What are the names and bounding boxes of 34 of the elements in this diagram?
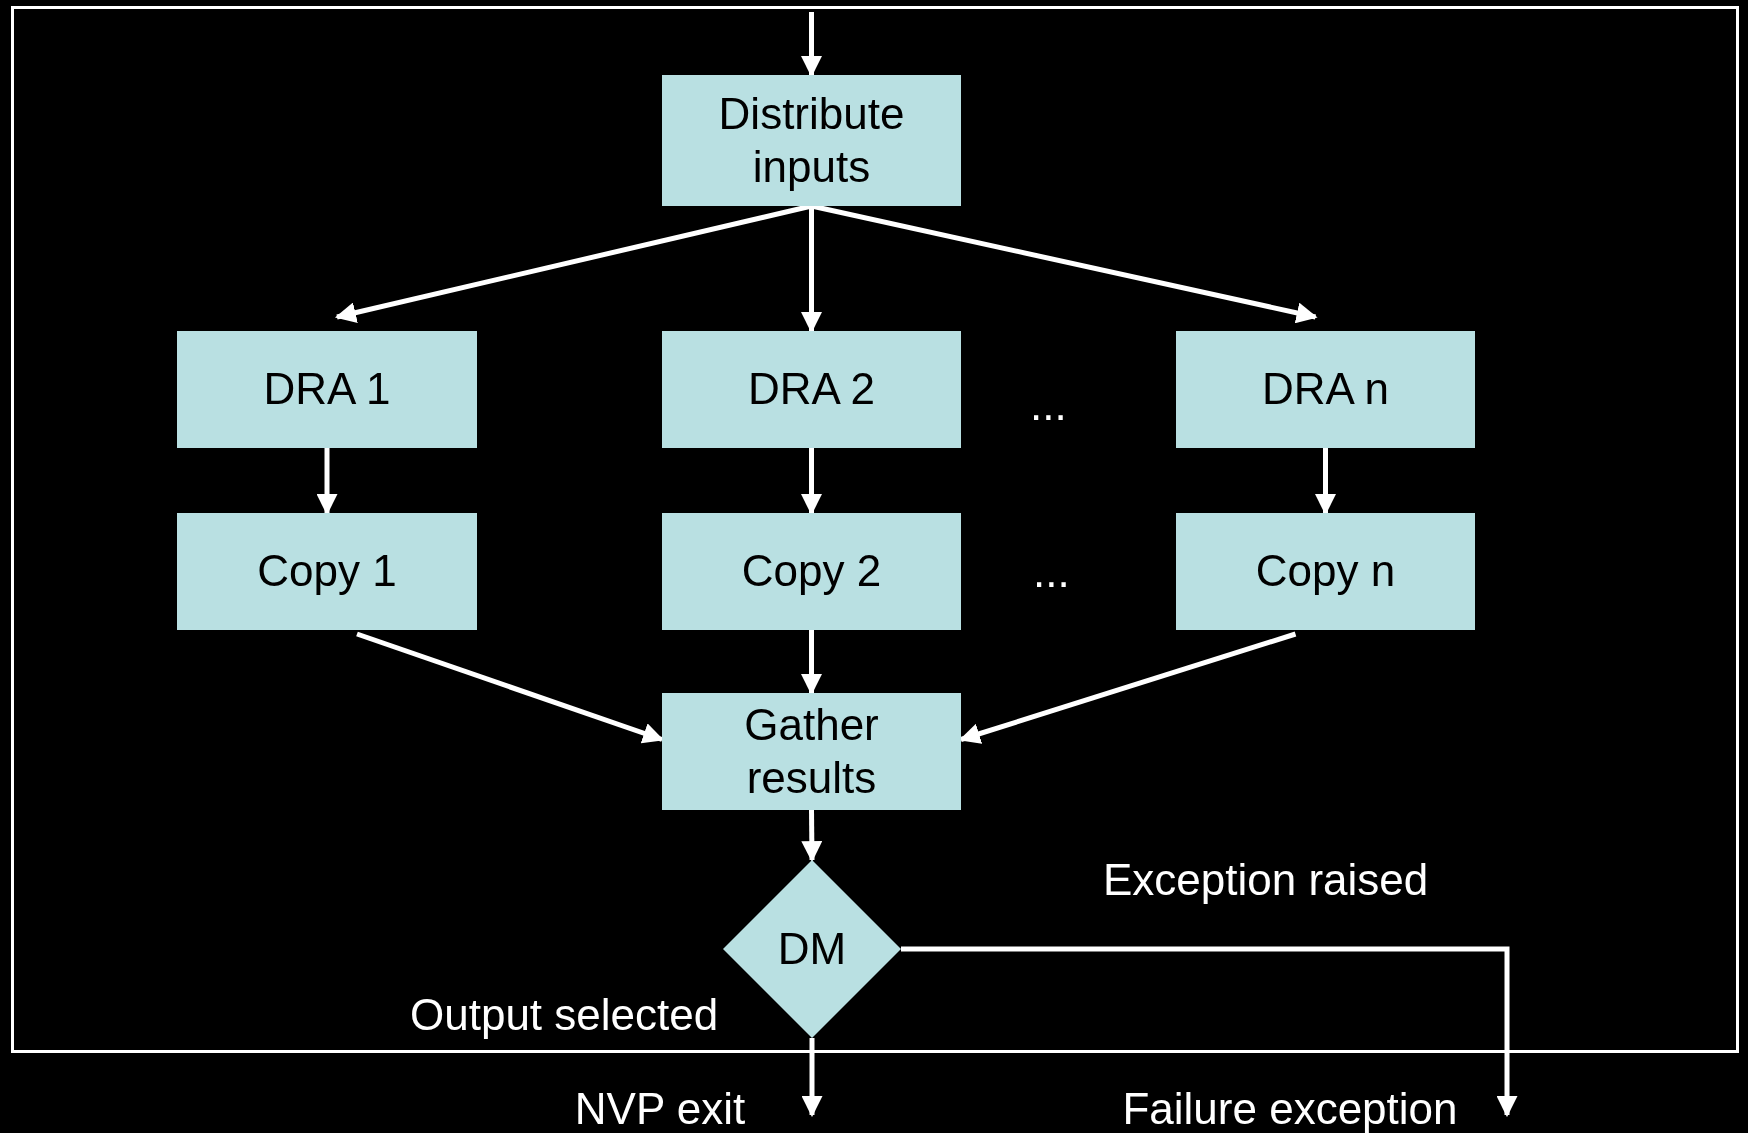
node-label: Gather results bbox=[743, 698, 880, 804]
arrow bbox=[316, 448, 338, 516]
exit-label: NVP exit bbox=[574, 1082, 746, 1133]
arrow bbox=[1315, 448, 1336, 516]
process-box bbox=[1176, 331, 1475, 448]
edge-label: Output selected bbox=[410, 990, 719, 1040]
node-label: Distribute inputs bbox=[717, 87, 906, 193]
process-box bbox=[177, 331, 477, 448]
process-box bbox=[177, 513, 477, 630]
arrow bbox=[801, 1038, 823, 1118]
node-label: DM bbox=[777, 922, 847, 975]
node-label: DRA 2 bbox=[747, 363, 876, 416]
process-box bbox=[662, 75, 961, 206]
arrow bbox=[801, 206, 822, 334]
node-label: Copy 2 bbox=[741, 545, 882, 598]
arrow bbox=[801, 12, 822, 78]
edge-label: Exception raised bbox=[1103, 855, 1429, 905]
arrow bbox=[356, 631, 664, 744]
arrow bbox=[801, 630, 822, 696]
exit-label: Failure exception bbox=[1122, 1082, 1458, 1133]
ellipsis-label: ... bbox=[1030, 380, 1067, 430]
process-box bbox=[662, 693, 961, 810]
process-box bbox=[662, 331, 961, 448]
system-frame bbox=[11, 6, 1739, 1053]
node-label: DRA 1 bbox=[263, 363, 391, 416]
node-label: Copy 1 bbox=[257, 545, 397, 598]
arrow bbox=[801, 448, 822, 516]
process-box bbox=[1176, 513, 1475, 630]
process-box bbox=[662, 513, 961, 630]
node-label: Copy n bbox=[1255, 545, 1396, 598]
arrow bbox=[901, 946, 1518, 1118]
ellipsis-label: ... bbox=[1033, 547, 1070, 597]
node-label: DRA n bbox=[1261, 363, 1390, 416]
arrow bbox=[801, 809, 823, 863]
